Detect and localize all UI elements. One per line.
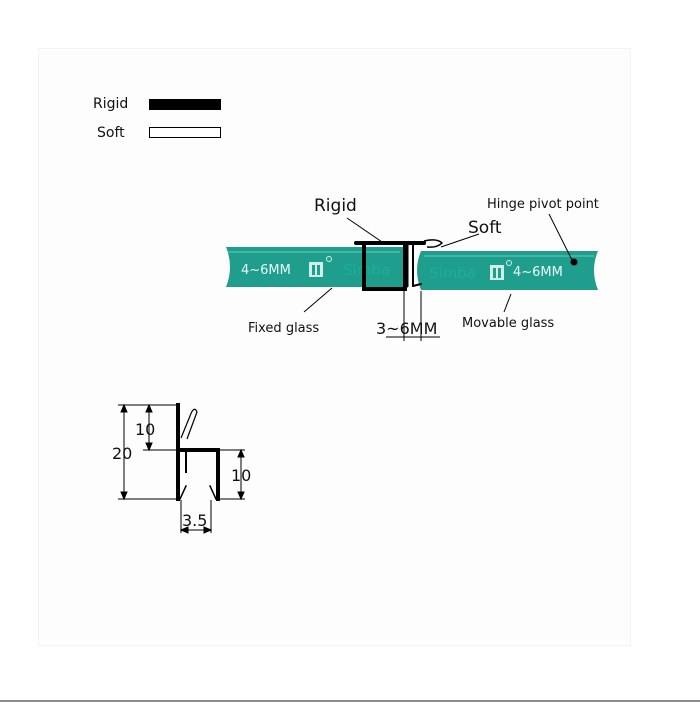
bottom-divider (0, 700, 700, 702)
profile-cross-section (118, 403, 245, 534)
gap-dimension-label: 3~6MM (376, 319, 437, 338)
fixed-glass-label: Fixed glass (248, 321, 319, 336)
leader-lines (303, 213, 573, 313)
soft-lip (423, 239, 444, 248)
legend-rigid-swatch (149, 99, 221, 110)
dim-top-label: 10 (135, 420, 155, 439)
gap-dimension (386, 291, 440, 341)
legend-soft-swatch (149, 127, 221, 138)
legend-rigid-label: Rigid (93, 96, 129, 112)
left-watermark: Simba (343, 261, 390, 279)
right-thickness-text: 4~6MM (513, 265, 563, 280)
dim-total-label: 20 (112, 444, 132, 463)
dim-right-label: 10 (231, 466, 251, 485)
logo-mark-right (490, 260, 512, 280)
dim-width-label: 3.5 (182, 511, 207, 530)
movable-glass-panel (417, 251, 598, 290)
hinge-pivot-dot (570, 258, 578, 266)
logo-mark-left (309, 256, 332, 277)
movable-glass-label: Movable glass (462, 316, 554, 331)
soft-callout: Soft (468, 218, 502, 238)
drawing-sheet (38, 48, 631, 646)
left-thickness-text: 4~6MM (241, 263, 291, 278)
hinge-pivot-label: Hinge pivot point (487, 197, 599, 212)
right-watermark: Simba (429, 264, 476, 282)
legend-soft-label: Soft (97, 125, 125, 141)
rigid-callout: Rigid (314, 196, 357, 216)
seal-profile (354, 241, 426, 291)
